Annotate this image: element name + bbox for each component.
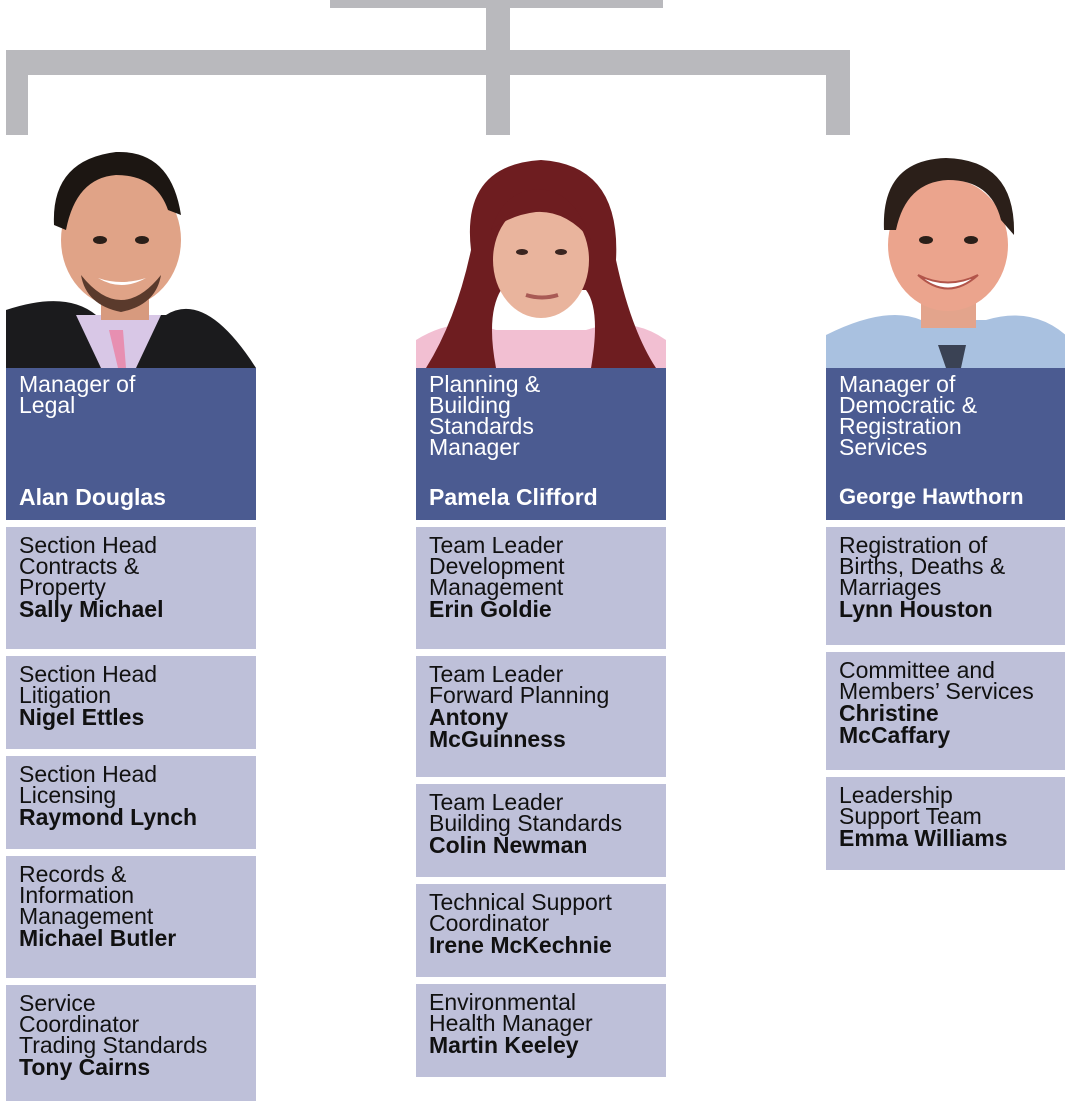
- report-card[interactable]: Service Coordinator Trading Standards To…: [6, 985, 256, 1101]
- report-name: Lynn Houston: [839, 596, 993, 622]
- report-name: Sally Michael: [19, 596, 164, 622]
- report-name: Christine McCaffary: [839, 700, 951, 748]
- report-card[interactable]: Section Head Licensing Raymond Lynch: [6, 756, 256, 849]
- report-name: Martin Keeley: [429, 1032, 579, 1058]
- column-legal: Manager of Legal Alan Douglas Section He…: [6, 368, 256, 1101]
- manager-name: Alan Douglas: [19, 484, 166, 510]
- report-title: Section Head Contracts & Property: [19, 532, 158, 600]
- report-card[interactable]: Committee and Members’ Services Christin…: [826, 652, 1065, 770]
- photo-planning-manager: [416, 140, 666, 368]
- manager-card[interactable]: Planning & Building Standards Manager Pa…: [416, 368, 666, 520]
- report-card[interactable]: Records & Information Management Michael…: [6, 856, 256, 978]
- report-title: Technical Support Coordinator: [429, 889, 612, 936]
- connector-left-drop: [6, 50, 28, 135]
- report-title: Team Leader Building Standards: [429, 789, 623, 836]
- report-name: Michael Butler: [19, 925, 177, 951]
- report-title: Registration of Births, Deaths & Marriag…: [839, 532, 1006, 600]
- report-card[interactable]: Section Head Contracts & Property Sally …: [6, 527, 256, 649]
- manager-title: Planning & Building Standards Manager: [429, 371, 541, 460]
- report-card[interactable]: Team Leader Development Management Erin …: [416, 527, 666, 649]
- report-card[interactable]: Registration of Births, Deaths & Marriag…: [826, 527, 1065, 645]
- connector-horizontal-bar: [6, 50, 850, 75]
- manager-name: George Hawthorn: [839, 484, 1024, 509]
- report-name: Erin Goldie: [429, 596, 552, 622]
- report-title: Committee and Members’ Services: [839, 657, 1034, 704]
- report-title: Team Leader Forward Planning: [429, 661, 610, 708]
- report-name: Raymond Lynch: [19, 804, 198, 830]
- column-democratic: Manager of Democratic & Registration Ser…: [826, 368, 1065, 870]
- report-card[interactable]: Team Leader Building Standards Colin New…: [416, 784, 666, 877]
- report-card[interactable]: Team Leader Forward Planning Antony McGu…: [416, 656, 666, 777]
- report-card[interactable]: Section Head Litigation Nigel Ettles: [6, 656, 256, 749]
- report-name: Tony Cairns: [19, 1054, 151, 1080]
- report-title: Environmental Health Manager: [429, 989, 593, 1036]
- photo-democratic-manager: [826, 140, 1065, 368]
- report-title: Section Head Licensing: [19, 761, 158, 808]
- report-name: Antony McGuinness: [429, 704, 566, 752]
- manager-name: Pamela Clifford: [429, 484, 598, 510]
- manager-card[interactable]: Manager of Legal Alan Douglas: [6, 368, 256, 520]
- report-title: Records & Information Management: [19, 861, 154, 929]
- report-card[interactable]: Technical Support Coordinator Irene McKe…: [416, 884, 666, 977]
- report-title: Team Leader Development Management: [429, 532, 565, 600]
- report-title: Section Head Litigation: [19, 661, 158, 708]
- photo-manager-of-legal: [6, 140, 256, 368]
- connector-right-drop: [826, 50, 850, 135]
- report-title: Leadership Support Team: [839, 782, 982, 829]
- report-title: Service Coordinator Trading Standards: [19, 990, 208, 1058]
- report-name: Irene McKechnie: [429, 932, 612, 958]
- report-card[interactable]: Environmental Health Manager Martin Keel…: [416, 984, 666, 1077]
- manager-card[interactable]: Manager of Democratic & Registration Ser…: [826, 368, 1065, 520]
- column-planning: Planning & Building Standards Manager Pa…: [416, 368, 666, 1077]
- manager-title: Manager of Legal: [19, 371, 136, 418]
- report-card[interactable]: Leadership Support Team Emma Williams: [826, 777, 1065, 870]
- report-name: Colin Newman: [429, 832, 588, 858]
- manager-title: Manager of Democratic & Registration Ser…: [839, 371, 978, 460]
- report-name: Emma Williams: [839, 825, 1008, 851]
- report-name: Nigel Ettles: [19, 704, 145, 730]
